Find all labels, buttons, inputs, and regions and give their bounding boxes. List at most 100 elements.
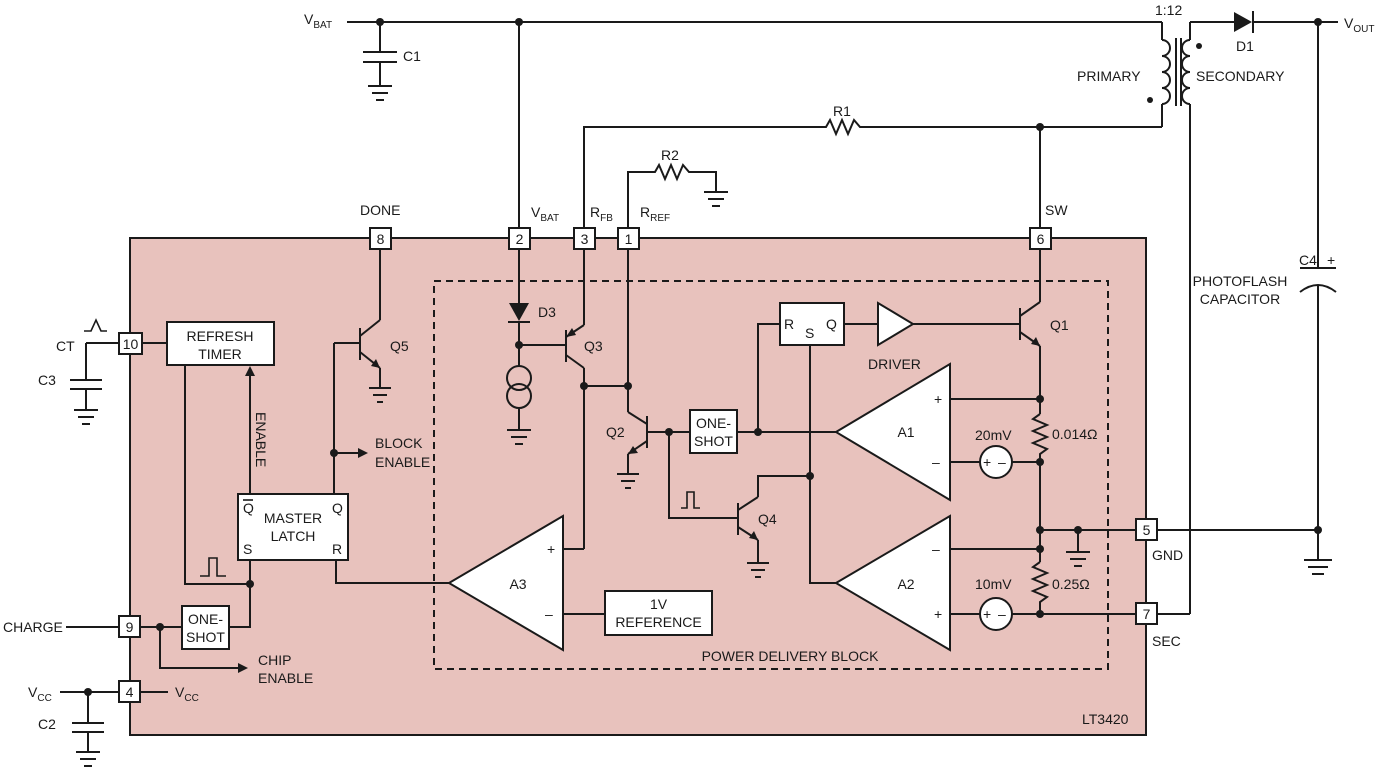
capacitor-label: CAPACITOR xyxy=(1200,291,1280,307)
power-delivery-block-outline xyxy=(433,280,1109,670)
driver-buffer xyxy=(844,301,1020,347)
rs-latch-block: R S Q xyxy=(779,302,845,584)
chip-body xyxy=(129,237,1147,736)
a1-minus: – xyxy=(932,454,940,470)
a1-comparator xyxy=(834,362,1044,502)
charge-label: CHARGE xyxy=(3,619,63,635)
vcc-pin-label: VCC xyxy=(175,684,199,704)
ct-c3-network xyxy=(70,318,119,425)
src10-plus: + xyxy=(983,606,991,622)
refresh-timer-block: REFRESH TIMER xyxy=(166,321,275,366)
driver-label: DRIVER xyxy=(868,356,921,372)
res-014-label: 0.014Ω xyxy=(1052,426,1098,442)
vbat-pin-label: VBAT xyxy=(531,204,559,224)
pin-1: 1 xyxy=(617,227,640,250)
vout-label: VOUT xyxy=(1344,15,1374,35)
c1-capacitor xyxy=(363,22,397,101)
a1-plus: + xyxy=(934,391,942,407)
svg-text:ONE-: ONE- xyxy=(696,415,731,431)
svg-text:1: 1 xyxy=(625,231,633,247)
pin-3: 3 xyxy=(573,227,596,250)
svg-text:SHOT: SHOT xyxy=(186,629,225,645)
svg-text:ONE-: ONE- xyxy=(188,611,223,627)
svg-text:Q: Q xyxy=(332,500,343,516)
svg-text:8: 8 xyxy=(377,231,385,247)
src10-minus: – xyxy=(998,606,1006,622)
vcc-left-label: VCC xyxy=(28,684,52,704)
reference-block: 1V REFERENCE xyxy=(604,590,713,636)
r1-resistor xyxy=(583,117,1162,228)
d1-diode xyxy=(1190,11,1338,33)
c3-label: C3 xyxy=(38,372,56,388)
a2-label: A2 xyxy=(897,576,914,592)
ratio-label: 1:12 xyxy=(1155,2,1182,18)
q2-transistor xyxy=(617,249,738,519)
charge-wiring xyxy=(66,560,254,673)
a3-plus: + xyxy=(547,541,555,557)
q3-transistor xyxy=(563,249,628,550)
a3-comparator xyxy=(335,514,605,652)
svg-text:9: 9 xyxy=(126,619,134,635)
ct-label: CT xyxy=(56,338,75,354)
svg-text:REFRESH: REFRESH xyxy=(187,328,254,344)
gnd-label: GND xyxy=(1152,547,1183,563)
part-number-label: LT3420 xyxy=(1082,711,1129,727)
oneshot-top-block: ONE- SHOT xyxy=(689,409,738,454)
primary-label: PRIMARY xyxy=(1077,68,1141,84)
svg-text:Q: Q xyxy=(826,316,837,332)
c4-plus: + xyxy=(1327,252,1335,268)
sec-label: SEC xyxy=(1152,633,1181,649)
q1-transistor xyxy=(1019,249,1041,414)
d1-label: D1 xyxy=(1236,38,1254,54)
pin-4: 4 xyxy=(118,680,141,703)
sw-label: SW xyxy=(1045,202,1068,218)
pin-8: 8 xyxy=(369,227,392,250)
c4-label: C4 xyxy=(1299,252,1317,268)
secondary-label: SECONDARY xyxy=(1196,68,1285,84)
mv10-label: 10mV xyxy=(975,576,1012,592)
c1-label: C1 xyxy=(403,48,421,64)
photoflash-label: PHOTOFLASH xyxy=(1193,273,1288,289)
a2-comparator xyxy=(834,514,1044,652)
svg-text:S: S xyxy=(805,325,814,341)
d3-diode-and-source xyxy=(506,249,566,445)
a3-minus: – xyxy=(545,606,553,622)
svg-text:MASTER: MASTER xyxy=(264,510,322,526)
a2-plus: + xyxy=(934,606,942,622)
a3-label: A3 xyxy=(509,576,526,592)
svg-text:SHOT: SHOT xyxy=(694,433,733,449)
latch-q-to-q5 xyxy=(330,342,368,494)
enable-label: ENABLE xyxy=(253,412,269,467)
a2-minus: – xyxy=(932,541,940,557)
sense-resistors xyxy=(1030,413,1136,615)
d3-label: D3 xyxy=(538,304,556,320)
res-025-label: 0.25Ω xyxy=(1052,576,1090,592)
src20-plus: + xyxy=(983,454,991,470)
pin-10: 10 xyxy=(118,332,143,355)
pdb-label: POWER DELIVERY BLOCK xyxy=(702,648,880,664)
svg-text:LATCH: LATCH xyxy=(271,528,316,544)
rref-label: RREF xyxy=(640,204,670,224)
oneshot-to-a1-wiring xyxy=(737,323,836,436)
pin-5: 5 xyxy=(1135,518,1158,541)
vbat-rail xyxy=(347,18,1163,40)
done-label: DONE xyxy=(360,202,400,218)
pin-6: 6 xyxy=(1029,227,1052,250)
block-enable-label-2: ENABLE xyxy=(375,454,430,470)
q4-label: Q4 xyxy=(758,511,777,527)
svg-text:4: 4 xyxy=(126,684,134,700)
rfb-label: RFB xyxy=(590,204,613,224)
svg-text:5: 5 xyxy=(1143,522,1151,538)
pin-7: 7 xyxy=(1135,602,1158,625)
mv20-label: 20mV xyxy=(975,427,1012,443)
q2-label: Q2 xyxy=(606,424,625,440)
r2-resistor xyxy=(627,162,728,228)
r1-label: R1 xyxy=(833,103,851,119)
vcc-c2-network xyxy=(60,688,168,767)
src20-minus: – xyxy=(998,454,1006,470)
pin-2: 2 xyxy=(508,227,531,250)
svg-text:REFERENCE: REFERENCE xyxy=(615,614,701,630)
svg-text:6: 6 xyxy=(1037,231,1045,247)
